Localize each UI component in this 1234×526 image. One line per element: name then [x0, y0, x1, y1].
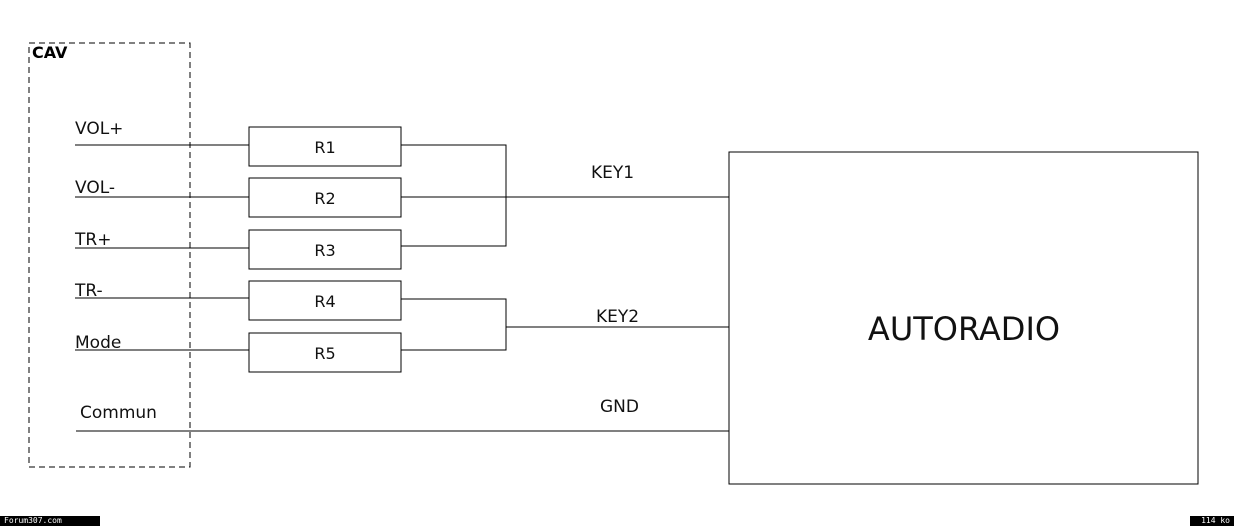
- input-label-mode: Mode: [75, 333, 121, 353]
- resistor-r2: [248, 177, 402, 218]
- resistor-r1: [248, 126, 402, 167]
- input-label-tr-minus: TR-: [74, 281, 103, 301]
- autoradio-label: AUTORADIO: [868, 310, 1060, 348]
- footer-size-label: 114 ko: [1190, 516, 1234, 526]
- input-label-vol-minus: VOL-: [75, 178, 115, 198]
- resistor-r3: [248, 229, 402, 270]
- net-label-gnd: GND: [600, 397, 639, 417]
- footer-site-label: Forum307.com: [0, 516, 100, 526]
- net-label-key2: KEY2: [596, 307, 639, 327]
- key2-bus: [401, 298, 507, 351]
- input-label-commun: Commun: [80, 403, 157, 423]
- autoradio-box: [728, 151, 1199, 485]
- input-label-vol-plus: VOL+: [75, 119, 123, 139]
- resistor-label-r3: R3: [314, 241, 335, 260]
- resistor-label-r5: R5: [314, 344, 335, 363]
- resistor-label-r4: R4: [314, 292, 335, 311]
- resistor-r4: [248, 280, 402, 321]
- cav-title: CAV: [32, 43, 68, 62]
- input-label-tr-plus: TR+: [74, 230, 111, 250]
- key1-bus: [401, 144, 507, 247]
- resistor-label-r1: R1: [314, 138, 335, 157]
- resistor-label-r2: R2: [314, 189, 335, 208]
- cav-enclosure: [28, 42, 191, 468]
- resistor-r5: [248, 332, 402, 373]
- net-label-key1: KEY1: [591, 163, 634, 183]
